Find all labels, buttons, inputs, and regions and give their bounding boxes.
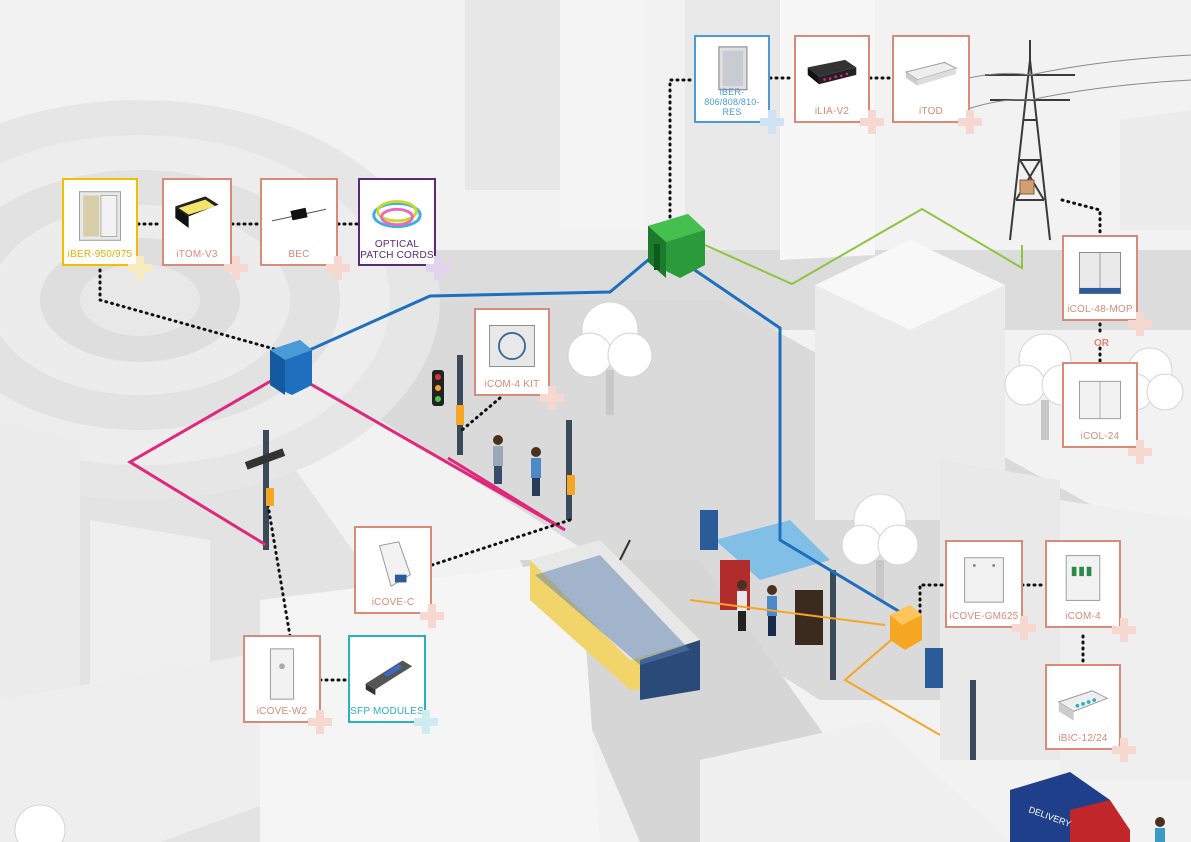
product-card-icove-w2[interactable]: iCOVE-W2: [243, 635, 321, 723]
add-ilia-icon[interactable]: [860, 110, 884, 134]
product-label: iCOVE-GM625: [949, 611, 1019, 622]
pole-box-icon: [1079, 252, 1121, 294]
product-label: SFP MODULES: [350, 706, 424, 717]
add-iber-950-icon[interactable]: [128, 256, 152, 280]
blue-distribution-cabinet-icon: [270, 340, 312, 395]
pole-box-icon: [567, 475, 575, 495]
product-card-iber-806[interactable]: iBER-806/808/810- RES: [694, 35, 770, 123]
product-card-icol-48[interactable]: iCOL-48-MOP: [1062, 235, 1138, 321]
product-label: iTOD: [919, 106, 943, 117]
add-icom-4-icon[interactable]: [1112, 618, 1136, 642]
cabinet-icon: [79, 191, 121, 241]
add-ibic-icon[interactable]: [1112, 738, 1136, 762]
product-label: iCOM-4 KIT: [484, 379, 540, 390]
product-label: iBIC-12/24: [1058, 733, 1108, 744]
trees: [14, 301, 1184, 842]
wall-box-icon: [964, 557, 1004, 603]
pole-box-icon: [1079, 380, 1121, 420]
product-label: iCOM-4: [1065, 611, 1101, 622]
add-patch-cords-icon[interactable]: [426, 256, 450, 280]
network-nodes: [266, 214, 922, 650]
add-bec-icon[interactable]: [326, 256, 350, 280]
product-card-icove-gm625[interactable]: iCOVE-GM625: [945, 540, 1023, 628]
product-label: BEC: [288, 249, 310, 260]
splice-box-icon: [489, 325, 535, 367]
access-link-orange-2: [689, 599, 886, 626]
green-distribution-cabinet-icon: [648, 214, 705, 278]
pole-box-icon: [266, 488, 274, 506]
add-icol-48-icon[interactable]: [1128, 312, 1152, 336]
power-link-green: [704, 207, 1023, 286]
patch-cord-icon: [372, 200, 422, 229]
wall-box-icon: [269, 648, 295, 700]
product-label: iCOVE-W2: [256, 706, 308, 717]
product-card-itod[interactable]: iTOD: [892, 35, 970, 123]
add-icove-c-icon[interactable]: [420, 604, 444, 628]
add-itom-icon[interactable]: [224, 256, 248, 280]
access-link-orange: [843, 627, 941, 736]
add-iber-806-icon[interactable]: [760, 110, 784, 134]
power-tower-icon: [959, 40, 1191, 241]
sfp-icon: [365, 660, 413, 696]
product-label: iCOVE-C: [371, 597, 415, 608]
odf-icon: [175, 196, 219, 228]
product-label: iLIA-V2: [814, 106, 850, 117]
closure-icon: [378, 541, 411, 588]
distribution-link-pink: [127, 368, 291, 547]
product-card-patch-cords[interactable]: OPTICAL PATCH CORDS: [358, 178, 436, 266]
product-label: iCOL-48-MOP: [1067, 304, 1133, 315]
product-card-sfp-modules[interactable]: SFP MODULES: [348, 635, 426, 723]
terminal-box-icon: [904, 61, 958, 86]
add-icove-w2-icon[interactable]: [308, 710, 332, 734]
product-card-icol-24[interactable]: iCOL-24: [1062, 362, 1138, 448]
product-card-itom[interactable]: iTOM-V3: [162, 178, 232, 266]
product-label: iTOM-V3: [176, 249, 218, 260]
patch-panel-icon: [807, 59, 857, 85]
splice-box-icon: [1065, 555, 1101, 601]
tram-icon: [530, 539, 700, 700]
adapter-box-icon: [1057, 690, 1109, 721]
bus-shelter-icon: [700, 510, 943, 688]
orange-access-box-icon: [890, 605, 922, 650]
pole-box-icon: [456, 405, 464, 425]
product-card-icove-c[interactable]: iCOVE-C: [354, 526, 432, 614]
pedestrians-icon: [493, 435, 1165, 842]
product-card-icom-4-kit[interactable]: iCOM-4 KIT: [474, 308, 550, 396]
add-icol-24-icon[interactable]: [1128, 440, 1152, 464]
product-card-iber-950[interactable]: iBER-950/975: [62, 178, 138, 266]
add-itod-icon[interactable]: [958, 110, 982, 134]
or-separator: OR: [1094, 338, 1109, 349]
backbone-link-blue: [304, 248, 661, 354]
rack-icon: [718, 46, 748, 91]
add-sfp-modules-icon[interactable]: [414, 710, 438, 734]
distribution-link-pink-2: [299, 376, 566, 532]
product-card-ilia[interactable]: iLIA-V2: [794, 35, 870, 123]
add-icove-gm625-icon[interactable]: [1012, 616, 1036, 640]
product-label: iBER-950/975: [67, 249, 133, 260]
connector-icon: [271, 207, 327, 222]
delivery-truck-icon: DELIVERY: [1010, 772, 1130, 842]
product-label: iCOL-24: [1080, 431, 1120, 442]
product-card-icom-4[interactable]: iCOM-4: [1045, 540, 1121, 628]
product-card-ibic[interactable]: iBIC-12/24: [1045, 664, 1121, 750]
product-label: OPTICAL PATCH CORDS: [360, 239, 434, 261]
add-icom-4-kit-icon[interactable]: [540, 386, 564, 410]
product-label: iBER-806/808/810- RES: [704, 87, 760, 117]
product-card-bec[interactable]: BEC: [260, 178, 338, 266]
